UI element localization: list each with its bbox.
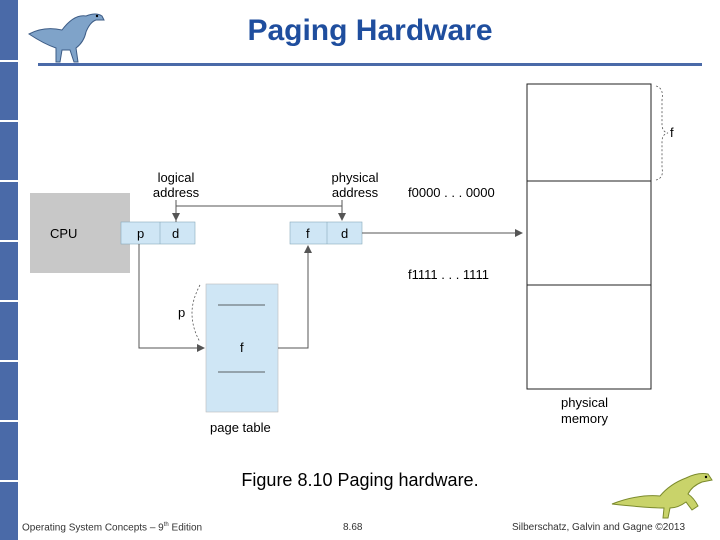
frame-brace	[655, 85, 669, 181]
physical-memory-label-line1: physical	[561, 395, 608, 410]
page-table-p-brace	[191, 284, 201, 343]
dinosaur-icon	[28, 13, 105, 63]
sidebar-divider	[0, 60, 18, 62]
cpu-label: CPU	[50, 226, 77, 241]
physical-d-label: d	[341, 226, 348, 241]
sidebar-divider	[0, 240, 18, 242]
frame-to-physical-arrow	[278, 245, 312, 349]
title-divider	[38, 63, 702, 66]
frame-brace-label: f	[670, 125, 674, 140]
footer-superscript: th	[163, 522, 169, 528]
footer-page-number: 8.68	[343, 522, 363, 533]
logical-address-label-line2: address	[153, 185, 200, 200]
logical-d-label: d	[172, 226, 179, 241]
offset-route-line	[175, 205, 342, 222]
sidebar-divider	[0, 300, 18, 302]
sidebar-divider	[0, 180, 18, 182]
footer-left: Operating System Concepts – 9th Edition	[22, 522, 202, 533]
footer-authors: Silberschatz, Galvin and Gagne ©2013	[512, 522, 686, 533]
physical-f-label: f	[306, 226, 310, 241]
physical-memory-label-line2: memory	[561, 411, 608, 426]
logical-address-register	[120, 221, 196, 245]
footer-book-title: Operating System Concepts – 9	[22, 522, 164, 534]
logical-address-label-line1: logical	[158, 170, 195, 185]
physical-memory-box	[526, 83, 652, 390]
dinosaur-icon	[611, 473, 713, 519]
page-title: Paging Hardware	[247, 14, 493, 47]
cpu-box	[30, 193, 130, 273]
physical-address-register	[289, 221, 363, 245]
sidebar-divider	[0, 480, 18, 482]
page-table-p-label: p	[178, 305, 185, 320]
physical-address-label-line2: address	[332, 185, 379, 200]
sidebar-divider	[0, 420, 18, 422]
page-table-label: page table	[210, 420, 271, 435]
sidebar-divider	[0, 360, 18, 362]
frame-end-address: f1111 . . . 1111	[408, 267, 489, 282]
page-number-to-table-arrow	[138, 244, 205, 352]
sidebar-divider	[0, 120, 18, 122]
frame-start-address: f0000 . . . 0000	[408, 185, 495, 200]
physical-address-label-line1: physical	[332, 170, 379, 185]
sidebar-strip	[0, 0, 18, 540]
footer-edition: Edition	[168, 522, 203, 534]
page-table-f-label: f	[240, 340, 244, 355]
figure-caption: Figure 8.10 Paging hardware.	[241, 470, 479, 490]
logical-p-label: p	[137, 226, 144, 241]
